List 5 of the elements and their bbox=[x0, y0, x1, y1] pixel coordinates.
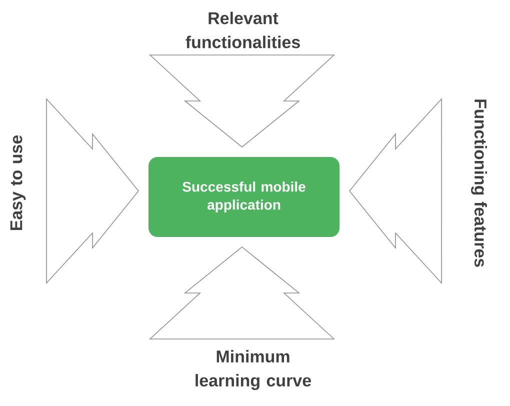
label-text: Minimum learning curve bbox=[196, 350, 311, 390]
process-box: Successful mobile application bbox=[148, 157, 340, 237]
label-text: Relevant functionalities bbox=[186, 12, 300, 48]
label-text: Easy to use bbox=[10, 135, 26, 230]
label-text: Functioning features bbox=[471, 100, 487, 267]
